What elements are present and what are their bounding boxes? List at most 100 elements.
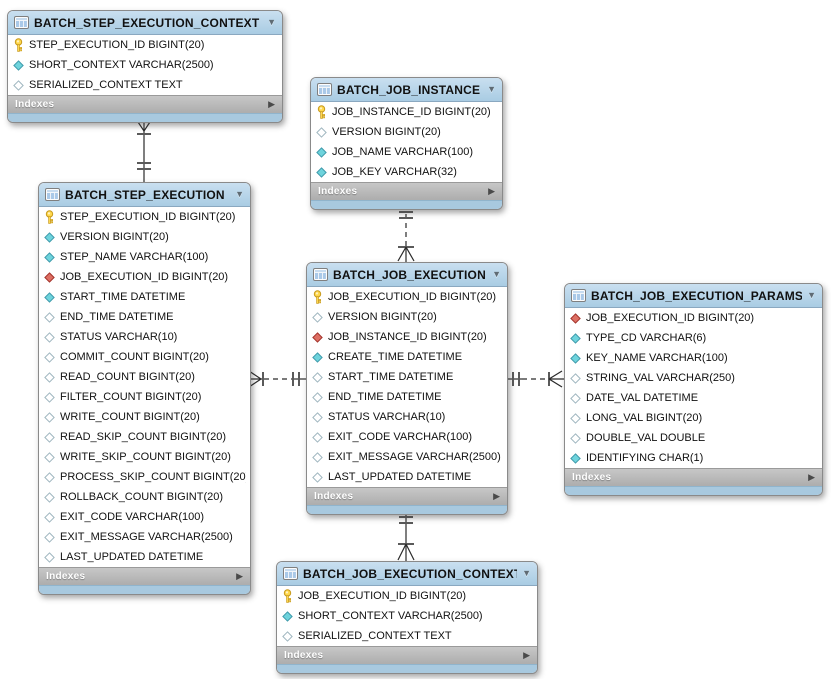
column-row[interactable]: READ_COUNT BIGINT(20)	[39, 367, 250, 387]
column-row[interactable]: KEY_NAME VARCHAR(100)	[565, 348, 822, 368]
collapse-arrow-icon[interactable]: ▼	[807, 290, 816, 300]
column-row[interactable]: SERIALIZED_CONTEXT TEXT	[277, 626, 537, 646]
not-null-diamond-icon	[570, 452, 581, 464]
column-row[interactable]: EXIT_CODE VARCHAR(100)	[39, 507, 250, 527]
column-row[interactable]: JOB_KEY VARCHAR(32)	[311, 162, 502, 182]
column-label: PROCESS_SKIP_COUNT BIGINT(20)	[60, 471, 246, 483]
column-label: JOB_NAME VARCHAR(100)	[332, 146, 473, 158]
relationship-job-execution-to-job-context[interactable]	[397, 510, 415, 561]
nullable-diamond-icon	[44, 491, 55, 503]
column-row[interactable]: JOB_EXECUTION_ID BIGINT(20)	[39, 267, 250, 287]
table-title: BATCH_JOB_EXECUTION	[333, 267, 486, 282]
foreign-key-diamond-icon	[312, 331, 323, 343]
relationship-job-instance-to-job-execution[interactable]	[397, 205, 415, 262]
table-batch-job-execution[interactable]: BATCH_JOB_EXECUTION ▼ JOB_EXECUTION_ID BIG…	[306, 262, 508, 515]
column-row[interactable]: JOB_INSTANCE_ID BIGINT(20)	[307, 327, 507, 347]
table-header[interactable]: BATCH_JOB_EXECUTION_CONTEXT▼	[277, 562, 537, 586]
column-row[interactable]: EXIT_MESSAGE VARCHAR(2500)	[39, 527, 250, 547]
expand-arrow-icon[interactable]: ▶	[268, 99, 275, 109]
column-row[interactable]: CREATE_TIME DATETIME	[307, 347, 507, 367]
column-row[interactable]: DATE_VAL DATETIME	[565, 388, 822, 408]
column-row[interactable]: JOB_EXECUTION_ID BIGINT(20)	[277, 586, 537, 606]
expand-arrow-icon[interactable]: ▶	[488, 186, 495, 196]
table-icon	[283, 567, 298, 580]
indexes-footer[interactable]: Indexes▶	[311, 182, 502, 200]
column-row[interactable]: JOB_INSTANCE_ID BIGINT(20)	[311, 102, 502, 122]
column-row[interactable]: EXIT_MESSAGE VARCHAR(2500)	[307, 447, 507, 467]
column-row[interactable]: LAST_UPDATED DATETIME	[307, 467, 507, 487]
indexes-footer[interactable]: Indexes▶	[8, 95, 282, 113]
table-header[interactable]: BATCH_STEP_EXECUTION▼	[39, 183, 250, 207]
expand-arrow-icon[interactable]: ▶	[493, 491, 500, 501]
column-row[interactable]: PROCESS_SKIP_COUNT BIGINT(20)	[39, 467, 250, 487]
column-label: ROLLBACK_COUNT BIGINT(20)	[60, 491, 224, 503]
table-columns: JOB_EXECUTION_ID BIGINT(20)VERSION BIGIN…	[307, 287, 507, 487]
column-row[interactable]: COMMIT_COUNT BIGINT(20)	[39, 347, 250, 367]
table-batch-step-execution[interactable]: BATCH_STEP_EXECUTION▼STEP_EXECUTION_ID B…	[38, 182, 251, 595]
table-header[interactable]: BATCH_JOB_INSTANCE▼	[311, 78, 502, 102]
indexes-footer[interactable]: Indexes▶	[307, 487, 507, 505]
column-row[interactable]: DOUBLE_VAL DOUBLE	[565, 428, 822, 448]
expand-arrow-icon[interactable]: ▶	[236, 571, 243, 581]
column-row[interactable]: VERSION BIGINT(20)	[39, 227, 250, 247]
column-row[interactable]: JOB_EXECUTION_ID BIGINT(20)	[307, 287, 507, 307]
indexes-label: Indexes	[46, 571, 86, 582]
column-row[interactable]: WRITE_COUNT BIGINT(20)	[39, 407, 250, 427]
indexes-footer[interactable]: Indexes ▶	[39, 567, 250, 585]
indexes-footer[interactable]: Indexes ▶	[565, 468, 822, 486]
relationship-step-context-to-step-execution[interactable]	[135, 118, 153, 182]
column-row[interactable]: STRING_VAL VARCHAR(250)	[565, 368, 822, 388]
column-label: STATUS VARCHAR(10)	[328, 411, 446, 423]
column-row[interactable]: JOB_NAME VARCHAR(100)	[311, 142, 502, 162]
table-header[interactable]: BATCH_JOB_EXECUTION_PARAMS ▼	[565, 284, 822, 308]
collapse-arrow-icon[interactable]: ▼	[522, 568, 531, 578]
indexes-label: Indexes	[572, 472, 612, 483]
nullable-diamond-icon	[44, 551, 55, 563]
column-row[interactable]: SERIALIZED_CONTEXT TEXT	[8, 75, 282, 95]
table-batch-step-execution-context[interactable]: BATCH_STEP_EXECUTION_CONTEXT▼STEP_EXECUT…	[7, 10, 283, 123]
column-row[interactable]: TYPE_CD VARCHAR(6)	[565, 328, 822, 348]
table-batch-job-instance[interactable]: BATCH_JOB_INSTANCE▼JOB_INSTANCE_ID BIGIN…	[310, 77, 503, 210]
column-row[interactable]: READ_SKIP_COUNT BIGINT(20)	[39, 427, 250, 447]
collapse-arrow-icon[interactable]: ▼	[235, 189, 244, 199]
collapse-arrow-icon[interactable]: ▼	[487, 84, 496, 94]
column-row[interactable]: LONG_VAL BIGINT(20)	[565, 408, 822, 428]
column-row[interactable]: ROLLBACK_COUNT BIGINT(20)	[39, 487, 250, 507]
column-row[interactable]: STATUS VARCHAR(10)	[307, 407, 507, 427]
column-row[interactable]: END_TIME DATETIME	[307, 387, 507, 407]
column-row[interactable]: STEP_NAME VARCHAR(100)	[39, 247, 250, 267]
column-row[interactable]: FILTER_COUNT BIGINT(20)	[39, 387, 250, 407]
column-row[interactable]: SHORT_CONTEXT VARCHAR(2500)	[277, 606, 537, 626]
column-row[interactable]: EXIT_CODE VARCHAR(100)	[307, 427, 507, 447]
collapse-arrow-icon[interactable]: ▼	[267, 17, 276, 27]
relationship-step-execution-to-job-execution[interactable]	[248, 370, 306, 388]
column-row[interactable]: WRITE_SKIP_COUNT BIGINT(20)	[39, 447, 250, 467]
column-row[interactable]: END_TIME DATETIME	[39, 307, 250, 327]
expand-arrow-icon[interactable]: ▶	[523, 650, 530, 660]
column-row[interactable]: LAST_UPDATED DATETIME	[39, 547, 250, 567]
column-row[interactable]: JOB_EXECUTION_ID BIGINT(20)	[565, 308, 822, 328]
column-label: START_TIME DATETIME	[328, 371, 454, 383]
table-batch-job-execution-params[interactable]: BATCH_JOB_EXECUTION_PARAMS ▼ JOB_EXECUTION…	[564, 283, 823, 496]
collapse-arrow-icon[interactable]: ▼	[492, 269, 501, 279]
column-row[interactable]: VERSION BIGINT(20)	[307, 307, 507, 327]
column-row[interactable]: STEP_EXECUTION_ID BIGINT(20)	[39, 207, 250, 227]
column-row[interactable]: STEP_EXECUTION_ID BIGINT(20)	[8, 35, 282, 55]
column-row[interactable]: IDENTIFYING CHAR(1)	[565, 448, 822, 468]
column-label: STRING_VAL VARCHAR(250)	[586, 372, 735, 384]
table-header[interactable]: BATCH_STEP_EXECUTION_CONTEXT▼	[8, 11, 282, 35]
column-row[interactable]: VERSION BIGINT(20)	[311, 122, 502, 142]
expand-arrow-icon[interactable]: ▶	[808, 472, 815, 482]
nullable-diamond-icon	[312, 431, 323, 443]
column-row[interactable]: START_TIME DATETIME	[307, 367, 507, 387]
table-batch-job-execution-context[interactable]: BATCH_JOB_EXECUTION_CONTEXT▼JOB_EXECUTIO…	[276, 561, 538, 674]
indexes-footer[interactable]: Indexes▶	[277, 646, 537, 664]
table-title: BATCH_JOB_EXECUTION_PARAMS	[591, 288, 803, 303]
column-row[interactable]: SHORT_CONTEXT VARCHAR(2500)	[8, 55, 282, 75]
relationship-job-execution-to-params[interactable]	[506, 370, 564, 388]
foreign-key-diamond-icon	[44, 271, 55, 283]
column-label: EXIT_MESSAGE VARCHAR(2500)	[328, 451, 501, 463]
column-row[interactable]: START_TIME DATETIME	[39, 287, 250, 307]
column-row[interactable]: STATUS VARCHAR(10)	[39, 327, 250, 347]
table-header[interactable]: BATCH_JOB_EXECUTION ▼	[307, 263, 507, 287]
